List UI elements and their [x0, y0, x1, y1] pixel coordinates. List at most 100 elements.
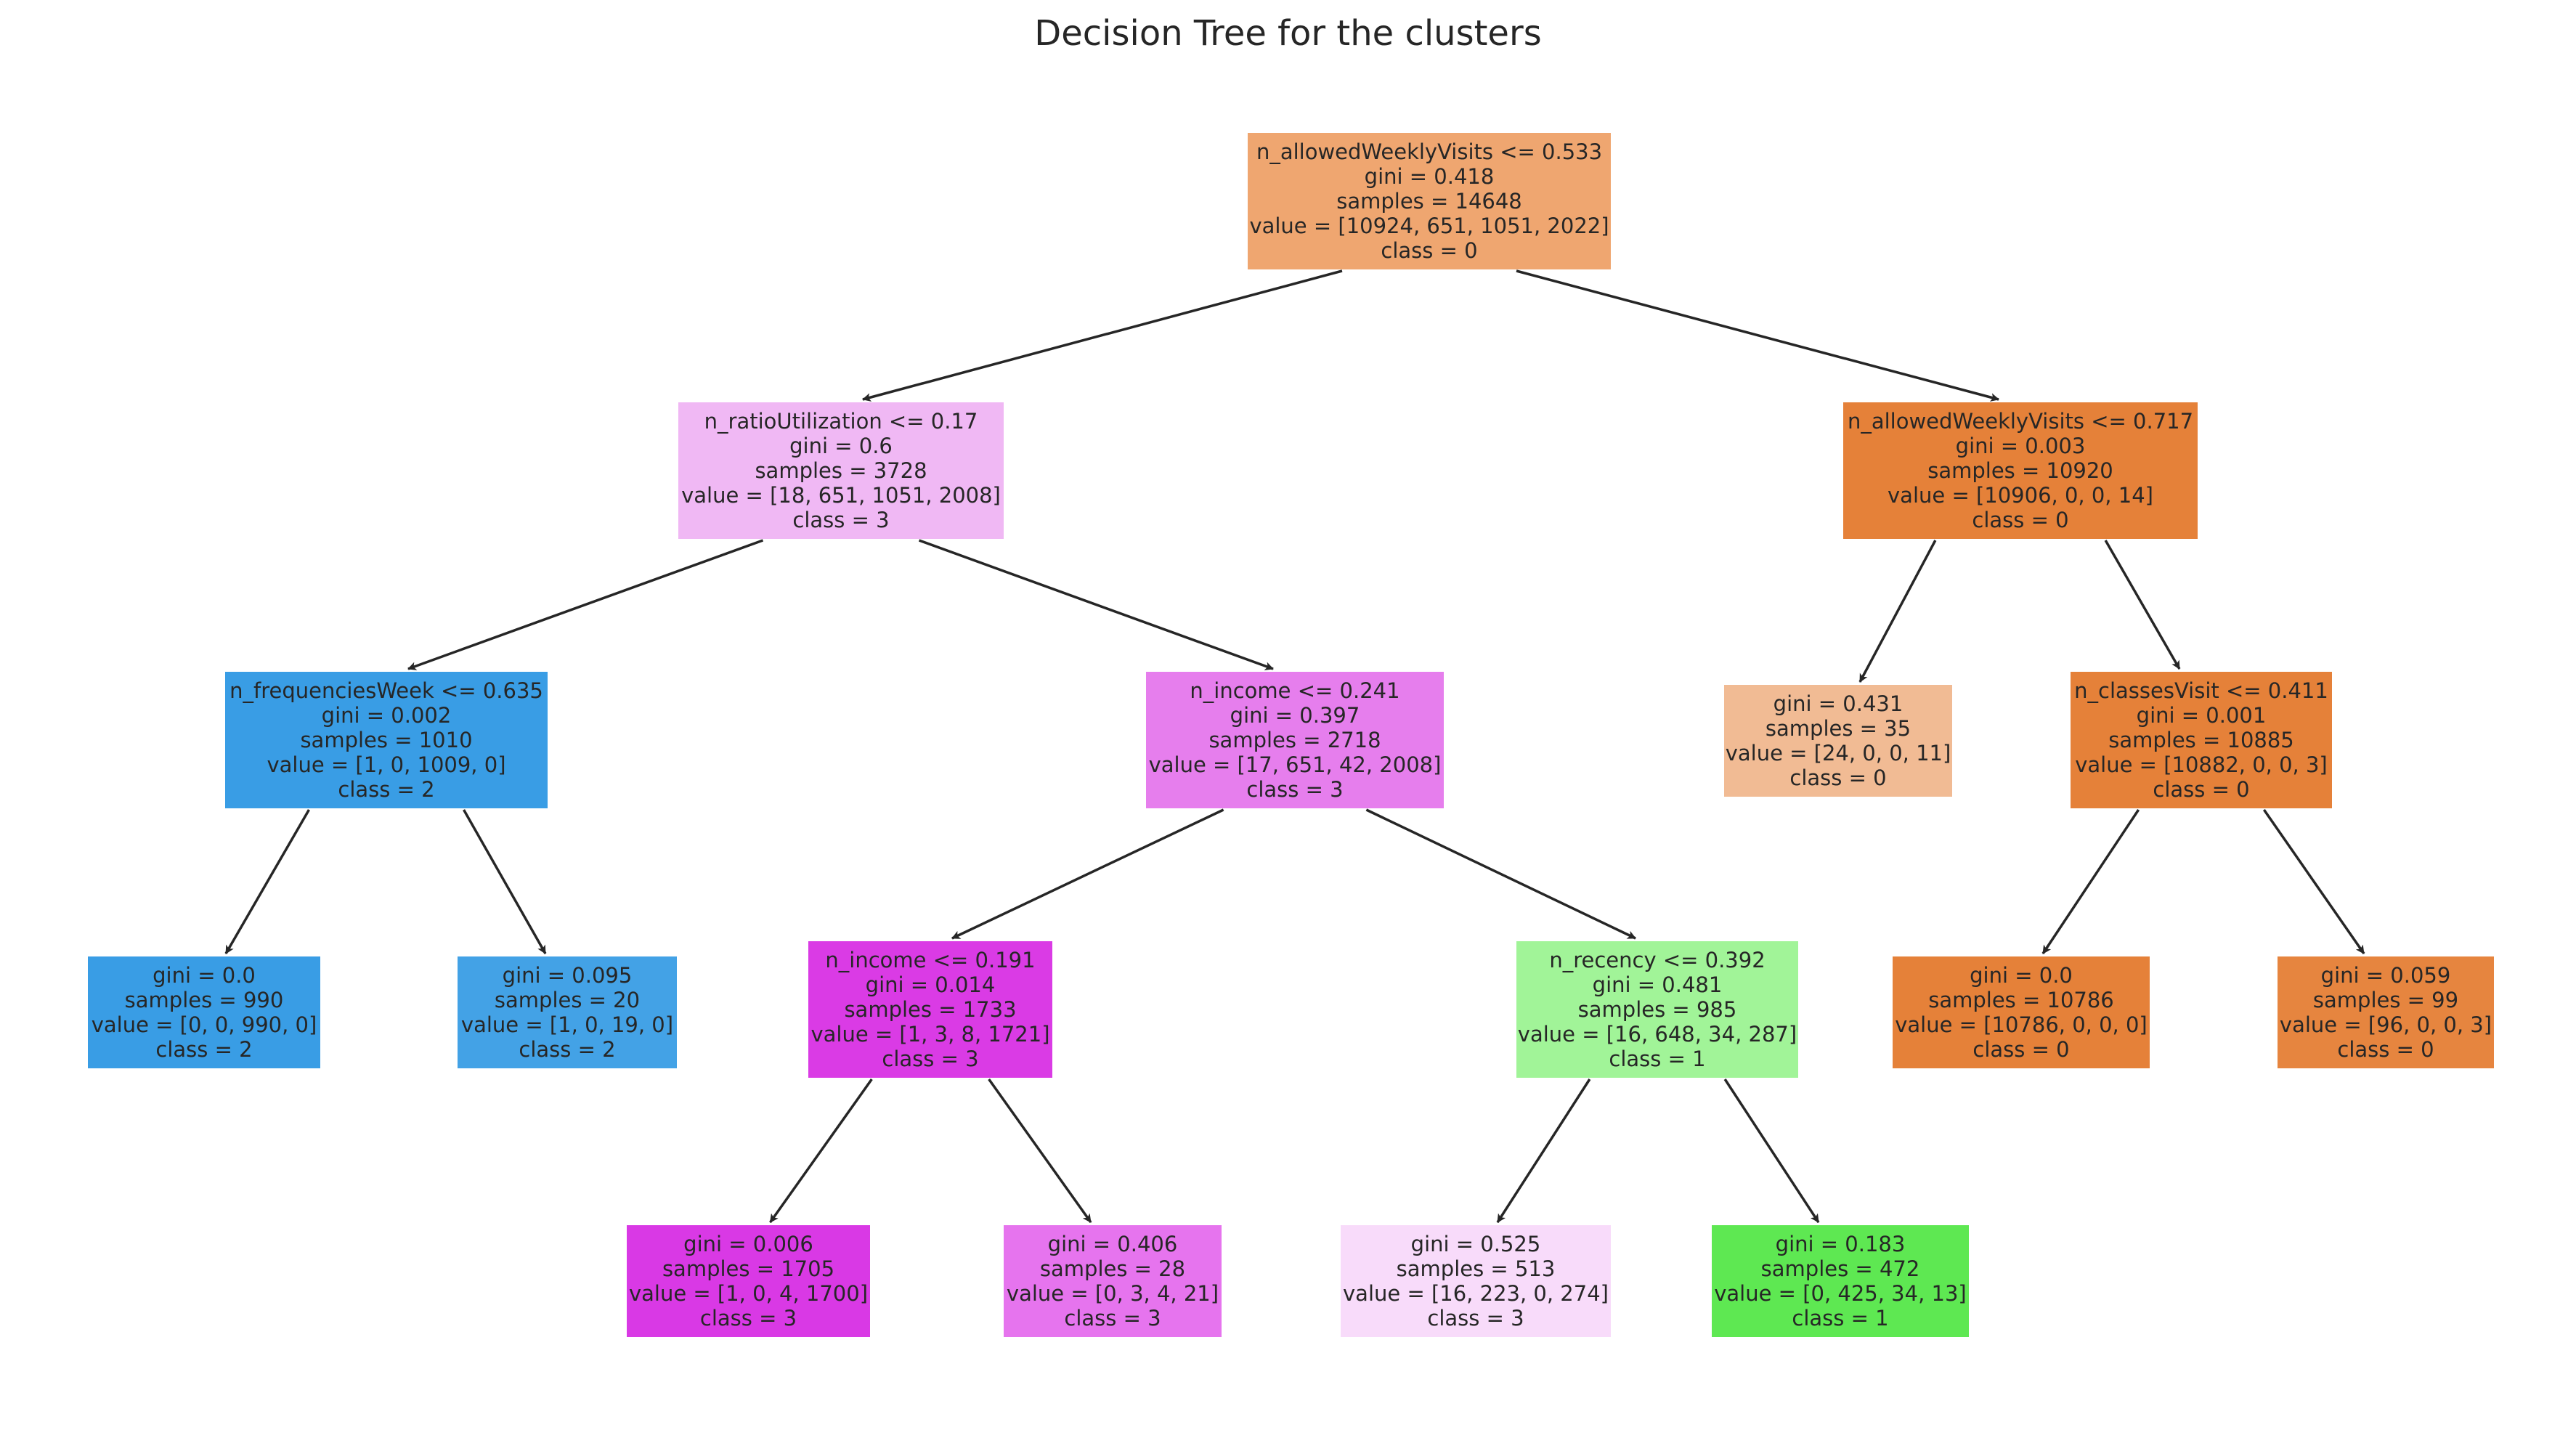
edge-arrow-n14-n15 — [2041, 809, 2140, 954]
node-box — [225, 672, 548, 808]
node-box — [1893, 956, 2150, 1068]
node-text-line: n_classesVisit <= 0.411 — [2074, 678, 2328, 703]
node-text-line: gini = 0.431 — [1773, 691, 1903, 716]
node-text-line: class = 0 — [1972, 508, 2068, 532]
edge-arrow-n5-n6 — [951, 808, 1224, 940]
node-text-line: value = [17, 651, 42, 2008] — [1149, 752, 1442, 777]
node-text-line: samples = 10920 — [1927, 458, 2113, 483]
edge-arrow-n9-n11 — [1723, 1078, 1820, 1223]
edge-arrow-n14-n16 — [2262, 809, 2365, 954]
node-text-line: gini = 0.095 — [503, 963, 633, 988]
node-text-line: samples = 99 — [2313, 988, 2458, 1012]
node-text-line: value = [1, 0, 19, 0] — [461, 1012, 673, 1037]
node-text-line: samples = 1010 — [300, 728, 472, 752]
node-box — [678, 402, 1004, 539]
node-box — [1248, 133, 1611, 269]
node-text-line: value = [96, 0, 0, 3] — [2280, 1012, 2492, 1037]
node-text-line: value = [24, 0, 0, 11] — [1726, 741, 1951, 765]
node-text-line: gini = 0.397 — [1230, 703, 1360, 728]
node-text-line: class = 3 — [882, 1047, 978, 1071]
node-text-line: class = 3 — [700, 1306, 797, 1331]
edge-arrow-n12-n13 — [1858, 540, 1937, 683]
node-text-line: samples = 20 — [495, 988, 640, 1012]
edge-arrow-n1-n2 — [407, 539, 764, 670]
node-text-line: samples = 28 — [1040, 1256, 1185, 1281]
node-text-line: class = 0 — [2153, 777, 2249, 802]
node-text-line: value = [0, 3, 4, 21] — [1007, 1281, 1219, 1306]
node-text-line: samples = 985 — [1578, 997, 1737, 1022]
node-text-line: samples = 1705 — [662, 1256, 834, 1281]
node-text-line: value = [18, 651, 1051, 2008] — [681, 483, 1001, 508]
node-text-line: value = [16, 648, 34, 287] — [1518, 1022, 1797, 1047]
node-text-line: n_frequenciesWeek <= 0.635 — [229, 678, 543, 703]
node-text-line: n_income <= 0.191 — [825, 948, 1035, 972]
node-text-line: samples = 10885 — [2108, 728, 2294, 752]
node-text-line: value = [0, 425, 34, 13] — [1714, 1281, 1967, 1306]
edge-arrow-n9-n10 — [1496, 1078, 1591, 1223]
node-box — [1004, 1225, 1222, 1337]
node-text-line: value = [1, 0, 4, 1700] — [629, 1281, 868, 1306]
node-text-line: gini = 0.003 — [1956, 434, 2086, 458]
node-text-line: class = 1 — [1609, 1047, 1705, 1071]
node-text-line: gini = 0.406 — [1048, 1232, 1178, 1256]
node-text-line: gini = 0.001 — [2137, 703, 2267, 728]
node-text-line: samples = 10786 — [1928, 988, 2114, 1012]
node-text-line: gini = 0.0 — [153, 963, 256, 988]
node-text-line: gini = 0.0 — [1970, 963, 2073, 988]
edge-arrow-n1-n5 — [918, 539, 1274, 670]
node-text-line: gini = 0.002 — [322, 703, 452, 728]
node-box — [1516, 941, 1798, 1078]
chart-title: Decision Tree for the clusters — [1034, 13, 1542, 54]
node-text-line: gini = 0.006 — [683, 1232, 813, 1256]
node-text-line: class = 3 — [792, 508, 889, 532]
node-box — [2071, 672, 2332, 808]
node-box — [88, 956, 320, 1068]
node-box — [1146, 672, 1444, 808]
edge-arrow-n2-n3 — [224, 809, 310, 954]
node-text-line: n_allowedWeeklyVisits <= 0.533 — [1256, 139, 1602, 164]
node-text-line: class = 0 — [2337, 1037, 2434, 1062]
node-text-line: n_income <= 0.241 — [1190, 678, 1399, 703]
node-text-line: samples = 1733 — [844, 997, 1016, 1022]
node-box — [1843, 402, 2198, 539]
node-text-line: class = 1 — [1792, 1306, 1888, 1331]
node-text-line: class = 2 — [155, 1037, 252, 1062]
edge-arrow-n6-n7 — [769, 1078, 873, 1224]
node-text-line: samples = 472 — [1761, 1256, 1920, 1281]
edge-arrow-n2-n4 — [463, 809, 547, 954]
node-text-line: value = [10882, 0, 0, 3] — [2075, 752, 2328, 777]
node-text-line: n_recency <= 0.392 — [1549, 948, 1765, 972]
edge-arrow-n0-n1 — [862, 269, 1343, 402]
node-text-line: value = [10786, 0, 0, 0] — [1895, 1012, 2148, 1037]
node-text-line: n_ratioUtilization <= 0.17 — [704, 409, 978, 434]
edge-arrow-n12-n14 — [2104, 540, 2181, 670]
node-text-line: samples = 990 — [125, 988, 284, 1012]
node-text-line: gini = 0.481 — [1593, 972, 1723, 997]
node-text-line: value = [0, 0, 990, 0] — [92, 1012, 317, 1037]
node-text-line: class = 3 — [1064, 1306, 1161, 1331]
node-text-line: class = 0 — [1789, 765, 1886, 790]
node-text-line: gini = 0.525 — [1411, 1232, 1541, 1256]
node-text-line: samples = 35 — [1766, 716, 1911, 741]
node-text-line: gini = 0.059 — [2321, 963, 2451, 988]
node-box — [1341, 1225, 1611, 1337]
node-box — [1712, 1225, 1969, 1337]
node-text-line: samples = 3728 — [755, 458, 927, 483]
edge-arrow-n6-n8 — [988, 1078, 1092, 1224]
node-text-line: gini = 0.014 — [866, 972, 996, 997]
node-text-line: class = 3 — [1246, 777, 1343, 802]
node-text-line: samples = 513 — [1397, 1256, 1556, 1281]
